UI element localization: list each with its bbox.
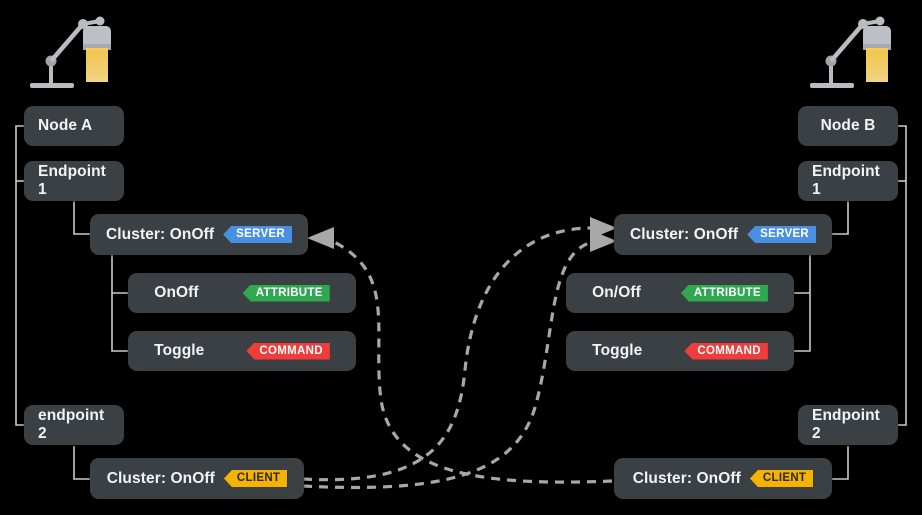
right-cluster-to-command bbox=[794, 293, 811, 352]
node-a-box[interactable]: Node A bbox=[24, 106, 124, 146]
right-ep2-to-cluster bbox=[832, 446, 849, 480]
desk-lamp-icon-left bbox=[20, 6, 116, 94]
left-attribute-badge: ATTRIBUTE bbox=[242, 284, 330, 302]
right-cluster-client-label: Cluster: OnOff bbox=[632, 469, 741, 487]
node-b-label: Node B bbox=[820, 117, 876, 134]
left-client-badge: CLIENT bbox=[223, 470, 288, 487]
left-command-label: Toggle bbox=[154, 342, 205, 359]
left-endpoint-2-box[interactable]: endpoint 2 bbox=[24, 405, 124, 445]
right-command-label: Toggle bbox=[592, 342, 643, 359]
desk-lamp-icon-right bbox=[800, 6, 896, 94]
arrowhead-right-server-a bbox=[590, 217, 617, 239]
right-command-badge: COMMAND bbox=[684, 342, 768, 360]
left-ep2-to-cluster bbox=[73, 446, 90, 480]
right-command-toggle-box[interactable]: Toggle COMMAND bbox=[566, 331, 794, 371]
right-endpoint-2-box[interactable]: Endpoint 2 bbox=[798, 405, 898, 445]
left-attribute-label: OnOff bbox=[154, 284, 199, 301]
right-cluster-onoff-client-box[interactable]: Cluster: OnOff CLIENT bbox=[614, 458, 832, 499]
left-node-spine bbox=[15, 125, 24, 426]
node-a-label: Node A bbox=[38, 117, 93, 134]
left-endpoint-2-label: endpoint 2 bbox=[38, 407, 105, 442]
left-command-badge: COMMAND bbox=[246, 342, 330, 360]
right-endpoint-2-label: Endpoint 2 bbox=[812, 407, 880, 442]
left-ep1-to-cluster bbox=[73, 201, 90, 235]
right-attribute-badge: ATTRIBUTE bbox=[680, 284, 768, 302]
right-server-badge: SERVER bbox=[747, 226, 817, 243]
left-cluster-client-label: Cluster: OnOff bbox=[106, 469, 215, 487]
right-cluster-server-label: Cluster: OnOff bbox=[629, 225, 739, 243]
right-attribute-label: On/Off bbox=[592, 284, 641, 301]
right-cluster-to-attribute bbox=[794, 255, 811, 294]
right-endpoint-1-label: Endpoint 1 bbox=[812, 163, 880, 198]
left-cluster-to-command bbox=[111, 293, 128, 352]
node-b-box[interactable]: Node B bbox=[798, 106, 898, 146]
right-cluster-onoff-server-box[interactable]: Cluster: OnOff SERVER bbox=[614, 214, 832, 255]
left-cluster-to-attribute bbox=[111, 255, 128, 294]
left-server-badge: SERVER bbox=[223, 226, 293, 243]
left-cluster-onoff-client-box[interactable]: Cluster: OnOff CLIENT bbox=[90, 458, 304, 499]
left-endpoint-1-label: Endpoint 1 bbox=[38, 163, 106, 198]
right-client-badge: CLIENT bbox=[749, 470, 814, 487]
right-node-spine bbox=[898, 125, 907, 426]
left-cluster-server-label: Cluster: OnOff bbox=[105, 225, 215, 243]
arrowhead-right-server-b bbox=[590, 230, 617, 252]
left-command-toggle-box[interactable]: Toggle COMMAND bbox=[128, 331, 356, 371]
right-ep1-to-cluster bbox=[832, 201, 849, 235]
left-cluster-onoff-server-box[interactable]: Cluster: OnOff SERVER bbox=[90, 214, 308, 255]
left-attribute-onoff-box[interactable]: OnOff ATTRIBUTE bbox=[128, 273, 356, 313]
arrowhead-left-server bbox=[307, 227, 334, 249]
right-endpoint-1-box[interactable]: Endpoint 1 bbox=[798, 161, 898, 201]
left-endpoint-1-box[interactable]: Endpoint 1 bbox=[24, 161, 124, 201]
right-attribute-onoff-box[interactable]: On/Off ATTRIBUTE bbox=[566, 273, 794, 313]
